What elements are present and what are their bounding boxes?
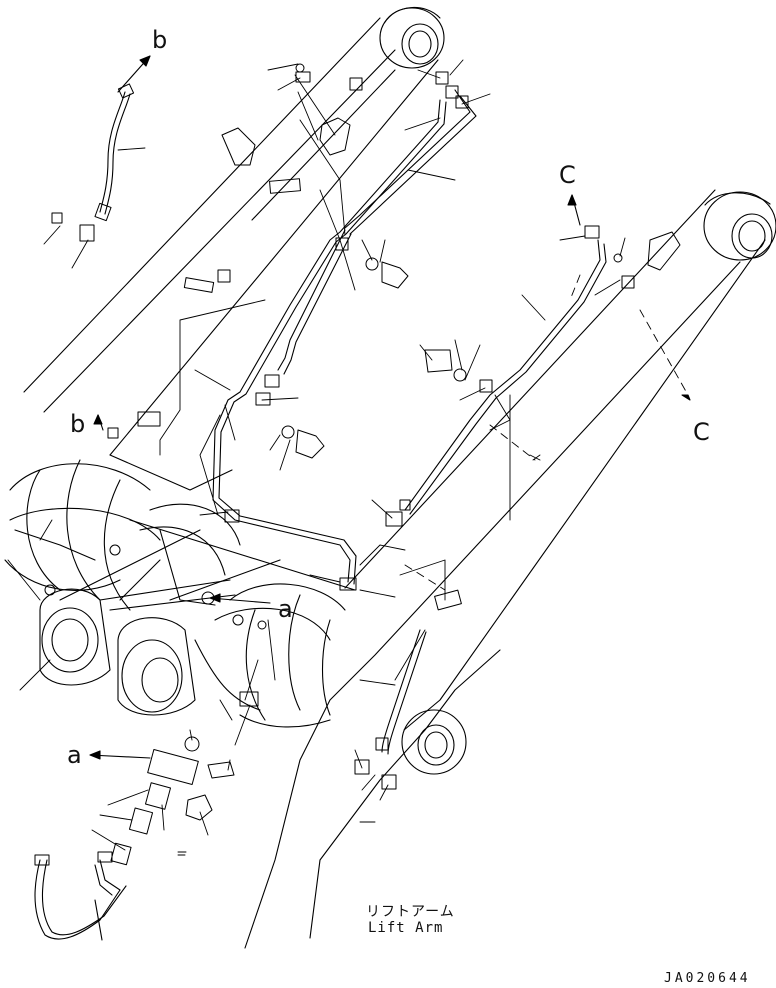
left-lift-arm: [23, 17, 439, 491]
ref-label-a-low: a: [67, 741, 82, 769]
ref-label-b-left: b: [70, 410, 86, 438]
fittings: [34, 63, 681, 866]
ref-label-c-right: C: [693, 418, 710, 446]
misc-marks: [177, 454, 541, 853]
dashed-leaders: [404, 274, 689, 591]
part-title-en: Lift Arm: [368, 920, 444, 936]
hoses: [34, 91, 427, 941]
hydraulic-tubes: [212, 89, 607, 585]
ref-label-b-top: b: [152, 26, 168, 54]
leader-lines: [7, 59, 626, 856]
reference-arrows: [89, 55, 691, 760]
ref-label-a-mid: a: [278, 595, 293, 623]
drawing-code: JA020644: [664, 971, 751, 986]
part-title-jp: リフトアーム: [366, 904, 455, 920]
right-lift-arm: [244, 189, 766, 949]
center-lower-boss: [99, 579, 236, 716]
left-arm-top-boss: [379, 6, 445, 69]
left-lower-boss: [39, 588, 111, 686]
right-arm-top-boss: [703, 191, 776, 261]
ref-label-c-top: C: [559, 161, 576, 189]
cross-tube-frame: [4, 459, 356, 728]
right-arm-lower-boss: [401, 709, 467, 775]
